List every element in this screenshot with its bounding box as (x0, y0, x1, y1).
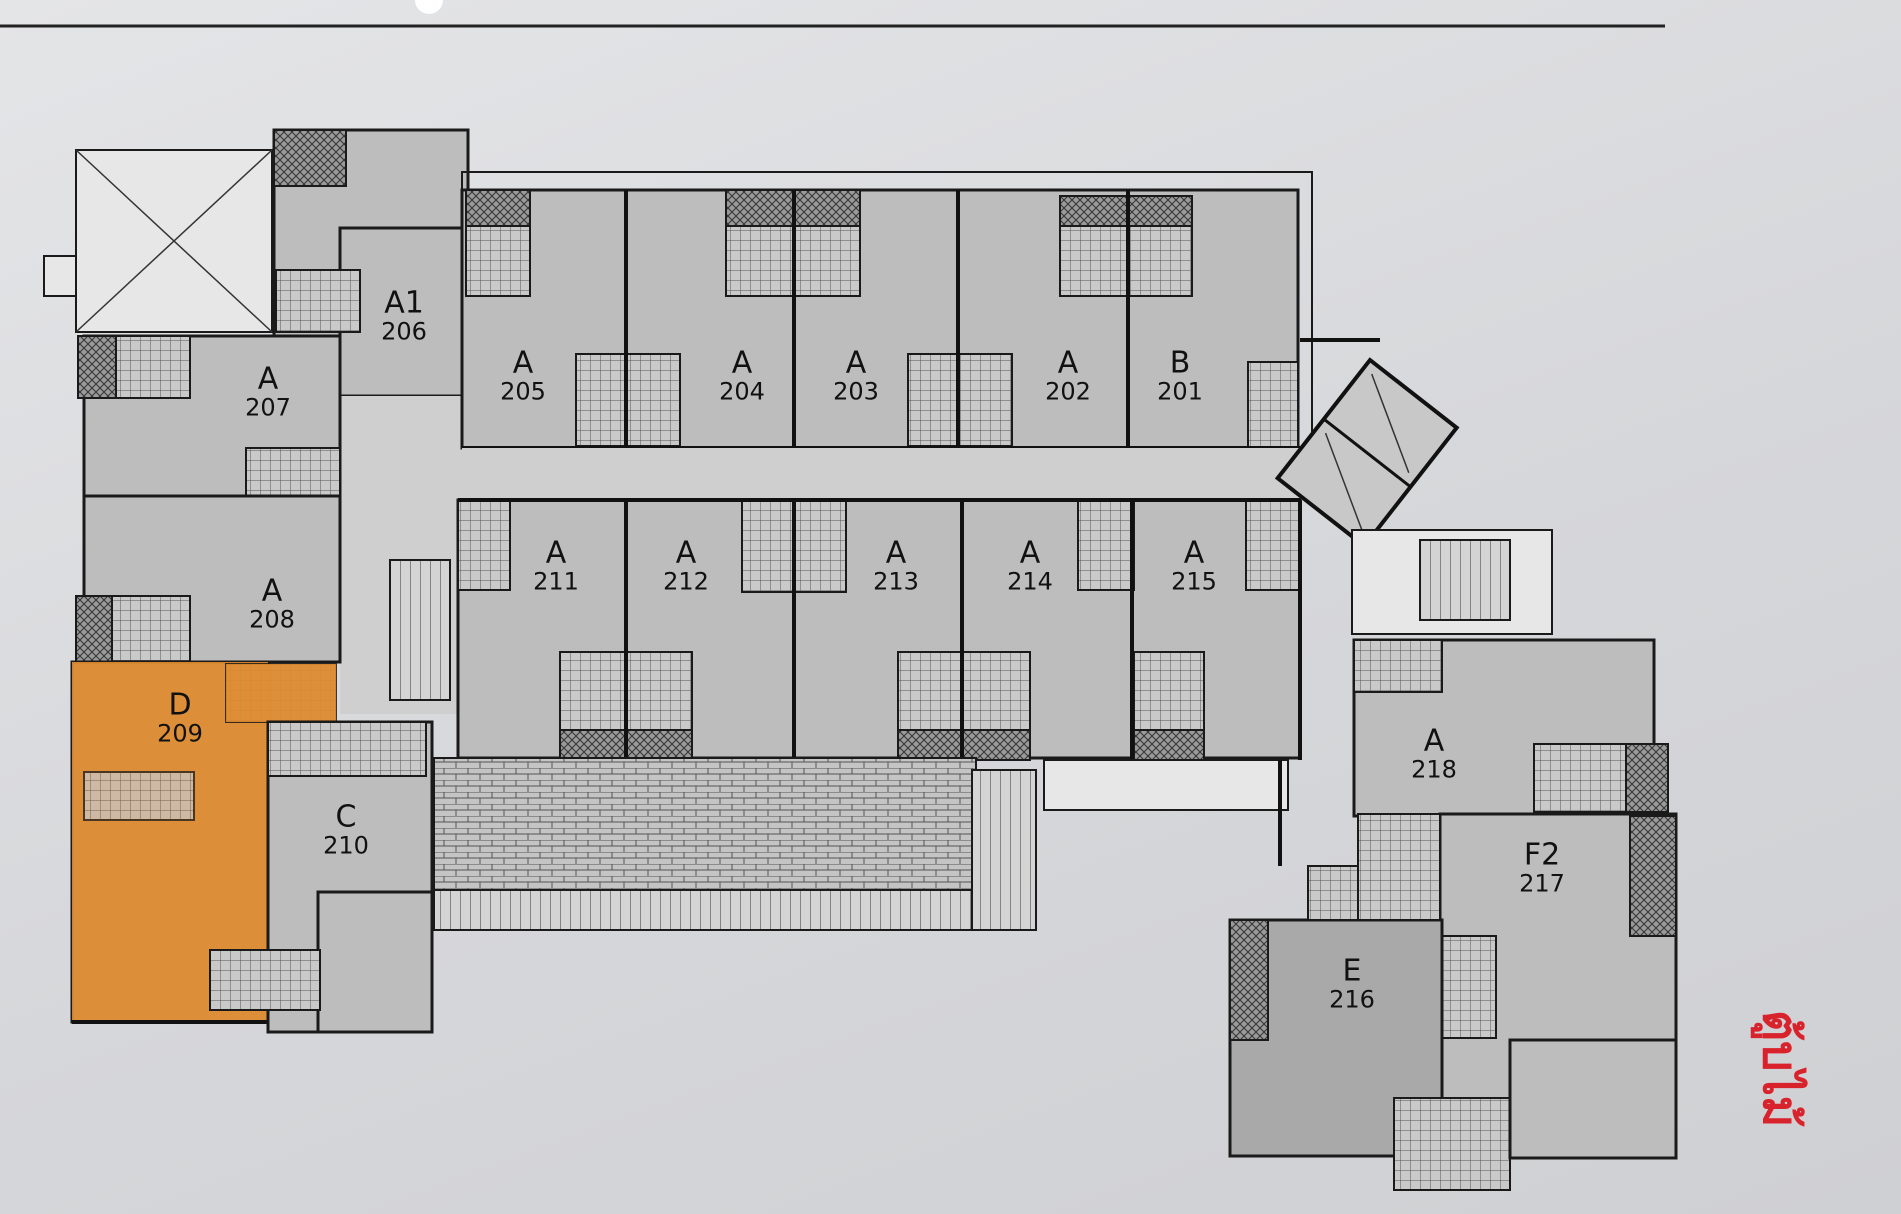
binder-hole (415, 0, 443, 14)
stamp: ตู้บไม้ (1752, 1010, 1808, 1128)
terrace (433, 757, 977, 891)
lift-core (1274, 357, 1460, 549)
